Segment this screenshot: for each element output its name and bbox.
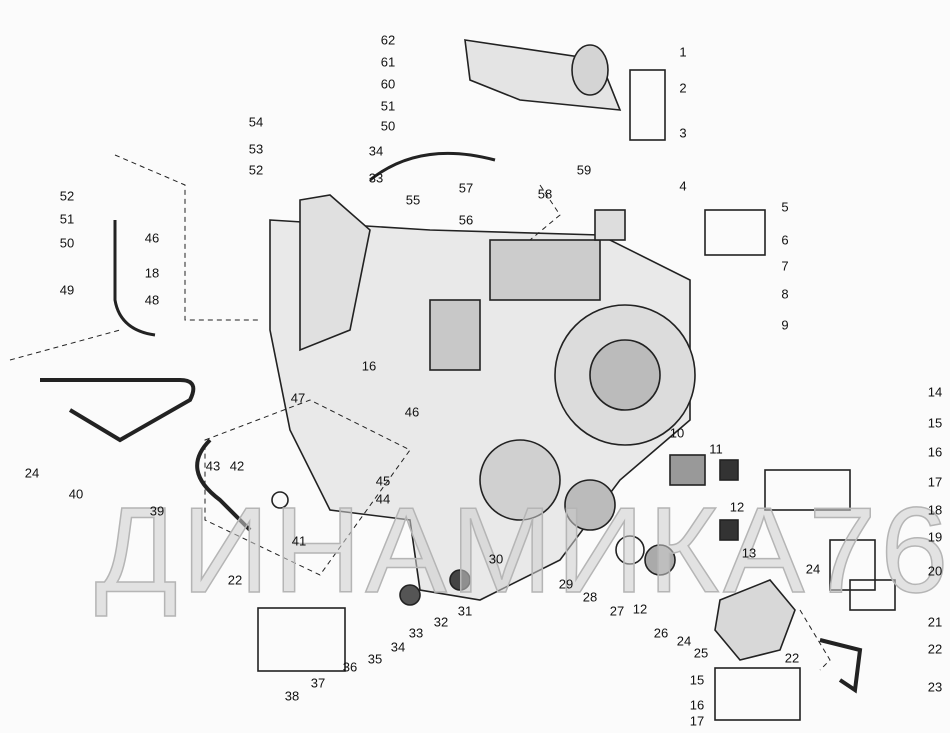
callout-51: 51 <box>380 98 396 114</box>
callout-24: 24 <box>676 633 692 649</box>
callout-55: 55 <box>405 192 421 208</box>
callout-29: 29 <box>558 576 574 592</box>
callout-60: 60 <box>380 76 396 92</box>
callout-58: 58 <box>537 186 553 202</box>
callout-22: 22 <box>927 641 943 657</box>
callout-34: 34 <box>368 143 384 159</box>
callout-33: 33 <box>408 625 424 641</box>
callout-22: 22 <box>784 650 800 666</box>
callout-42: 42 <box>229 458 245 474</box>
callout-17: 17 <box>927 474 943 490</box>
callout-15: 15 <box>927 415 943 431</box>
callout-3: 3 <box>679 125 687 141</box>
callout-52: 52 <box>59 188 75 204</box>
callout-19: 19 <box>927 529 943 545</box>
callout-15: 15 <box>689 672 705 688</box>
callout-34: 34 <box>390 639 406 655</box>
callout-16: 16 <box>689 697 705 713</box>
callout-27: 27 <box>609 603 625 619</box>
callout-50: 50 <box>380 118 396 134</box>
callout-24: 24 <box>24 465 40 481</box>
callout-38: 38 <box>284 688 300 704</box>
callout-35: 35 <box>367 651 383 667</box>
callout-8: 8 <box>781 286 789 302</box>
callout-57: 57 <box>458 180 474 196</box>
callout-28: 28 <box>582 589 598 605</box>
callout-62: 62 <box>380 32 396 48</box>
callout-22: 22 <box>227 572 243 588</box>
pipes <box>40 151 863 694</box>
callout-9: 9 <box>781 317 789 333</box>
callout-39: 39 <box>149 503 165 519</box>
filter-unit <box>464 39 622 111</box>
callout-30: 30 <box>488 551 504 567</box>
callout-46: 46 <box>144 230 160 246</box>
callout-61: 61 <box>380 54 396 70</box>
callout-18: 18 <box>927 502 943 518</box>
callout-25: 25 <box>693 645 709 661</box>
callout-37: 37 <box>310 675 326 691</box>
callout-31: 31 <box>457 603 473 619</box>
callout-26: 26 <box>653 625 669 641</box>
callout-18: 18 <box>144 265 160 281</box>
callout-40: 40 <box>68 486 84 502</box>
callout-33: 33 <box>368 170 384 186</box>
callout-49: 49 <box>59 282 75 298</box>
callout-43: 43 <box>205 458 221 474</box>
callout-13: 13 <box>741 545 757 561</box>
callout-11: 11 <box>709 441 723 457</box>
gearbox-housing <box>269 194 696 601</box>
callout-47: 47 <box>290 390 306 406</box>
callout-6: 6 <box>781 232 789 248</box>
callout-56: 56 <box>458 212 474 228</box>
callout-48: 48 <box>144 292 160 308</box>
callout-5: 5 <box>781 199 789 215</box>
callout-50: 50 <box>59 235 75 251</box>
callout-36: 36 <box>342 659 358 675</box>
callout-54: 54 <box>248 114 264 130</box>
callout-17: 17 <box>689 713 705 729</box>
callout-24: 24 <box>805 561 821 577</box>
callout-21: 21 <box>927 614 943 630</box>
small-parts <box>257 69 896 721</box>
callout-59: 59 <box>576 162 592 178</box>
pump-assembly <box>714 579 796 661</box>
callout-16: 16 <box>927 444 943 460</box>
callout-45: 45 <box>375 473 391 489</box>
callout-14: 14 <box>927 384 943 400</box>
dashed-boxes <box>9 154 831 671</box>
callout-53: 53 <box>248 141 264 157</box>
callout-10: 10 <box>669 425 685 441</box>
callout-12: 12 <box>729 499 745 515</box>
callout-41: 41 <box>291 533 307 549</box>
callout-2: 2 <box>679 80 687 96</box>
callout-51: 51 <box>59 211 75 227</box>
callout-32: 32 <box>433 614 449 630</box>
callout-12: 12 <box>632 601 648 617</box>
callout-16: 16 <box>361 358 377 374</box>
callout-52: 52 <box>248 162 264 178</box>
callout-7: 7 <box>781 258 789 274</box>
callout-4: 4 <box>679 178 687 194</box>
callout-46: 46 <box>404 404 420 420</box>
callout-1: 1 <box>679 44 687 60</box>
callout-23: 23 <box>927 679 943 695</box>
callout-20: 20 <box>927 563 943 579</box>
callout-44: 44 <box>375 491 391 507</box>
